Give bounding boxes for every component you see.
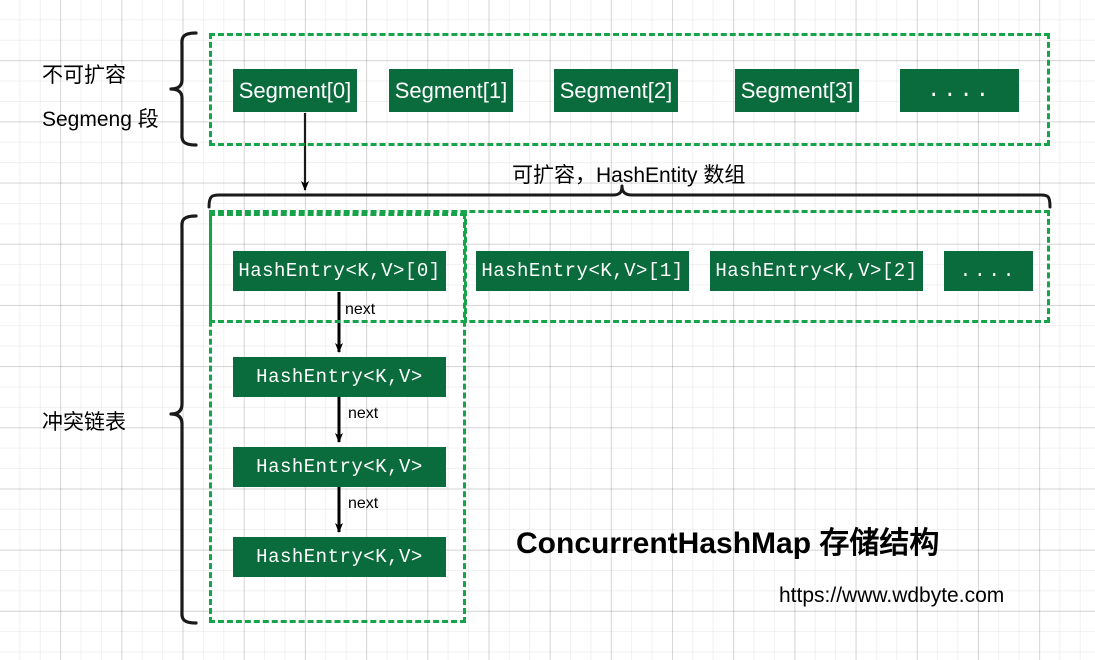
chain-node-1[interactable]: HashEntry<K,V> xyxy=(233,447,446,487)
chain-next-label-1: next xyxy=(345,301,376,318)
diagram-url: https://www.wdbyte.com xyxy=(779,584,1005,607)
segment-box-1[interactable]: Segment[1] xyxy=(389,69,513,112)
segment-group-label-line2: Segmeng 段 xyxy=(42,108,159,131)
hashentity-array-brace xyxy=(207,184,1052,209)
diagram-title: ConcurrentHashMap 存储结构 xyxy=(516,527,940,560)
chain-next-label-3: next xyxy=(348,495,379,512)
collision-chain-brace xyxy=(169,214,198,625)
chain-node-0[interactable]: HashEntry<K,V> xyxy=(233,357,446,397)
hashentry-box-1[interactable]: HashEntry<K,V>[1] xyxy=(476,251,689,291)
segment-group-label-line1: 不可扩容 xyxy=(42,64,126,87)
segment-group-brace xyxy=(169,31,198,147)
hashentry-box-0[interactable]: HashEntry<K,V>[0] xyxy=(233,251,446,291)
collision-chain-container xyxy=(209,213,466,623)
hashentry-box-2[interactable]: HashEntry<K,V>[2] xyxy=(710,251,923,291)
chain-next-label-2: next xyxy=(348,405,379,422)
segment-box-2[interactable]: Segment[2] xyxy=(554,69,678,112)
hashentry-box-ellipsis[interactable]: .... xyxy=(944,251,1033,291)
segment-box-3[interactable]: Segment[3] xyxy=(735,69,859,112)
segment-box-0[interactable]: Segment[0] xyxy=(233,69,357,112)
chain-node-2[interactable]: HashEntry<K,V> xyxy=(233,537,446,577)
collision-chain-label: 冲突链表 xyxy=(42,411,126,434)
segment-box-ellipsis[interactable]: .... xyxy=(900,69,1019,112)
hashentity-array-label: 可扩容，HashEntity 数组 xyxy=(512,164,746,187)
segment-array-container xyxy=(209,33,1050,146)
